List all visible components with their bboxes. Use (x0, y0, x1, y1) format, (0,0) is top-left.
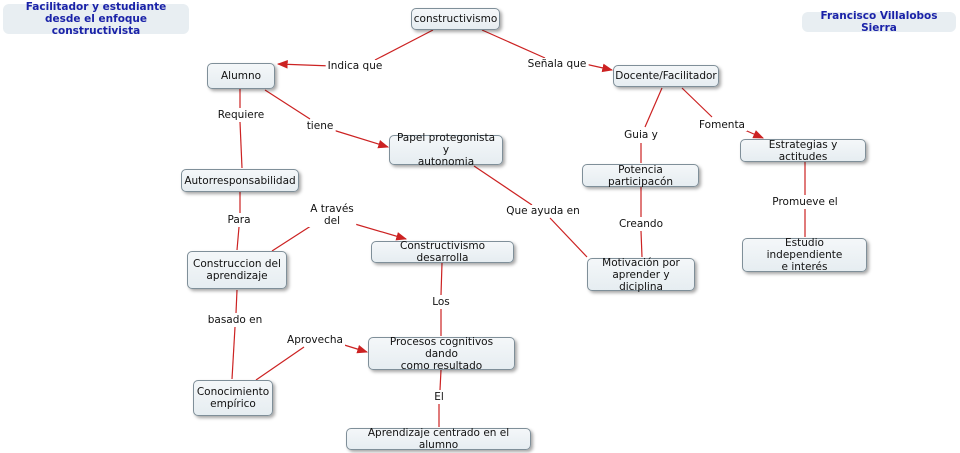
node-procesos-cognitivos[interactable]: Procesos cognitivos dando como resultado (368, 336, 515, 372)
label-basado-en: basado en (205, 314, 265, 326)
node-constructivismo[interactable]: constructivismo (411, 8, 500, 30)
node-conocimiento-empirico[interactable]: Conocimiento empírico (193, 380, 273, 416)
conn-procesos-el (439, 369, 442, 391)
author-name: Francisco Villalobos Sierra (802, 10, 956, 34)
conn-constructivismo-indica (374, 29, 434, 61)
label-promueve-el: Promueve el (770, 196, 840, 208)
label-que-ayuda-en: Que ayuda en (504, 205, 582, 217)
conn-senala-docente (584, 63, 614, 73)
conn-docente-fomenta (681, 87, 713, 118)
conn-requiere-autorresp (239, 121, 243, 169)
label-el: El (432, 391, 446, 403)
node-construccion-aprendizaje[interactable]: Construccion del aprendizaje (187, 251, 287, 289)
conn-atraves-desarrolla (347, 221, 408, 241)
conn-creando-motivacion (640, 230, 643, 258)
conn-indica-alumno (276, 60, 333, 69)
label-guia-y: Guia y (622, 129, 660, 141)
node-estrategias-actitudes[interactable]: Estrategias y actitudes (740, 139, 866, 163)
label-para: Para (225, 214, 253, 226)
node-docente-facilitador[interactable]: Docente/Facilitador (613, 65, 719, 87)
conn-construccion-basado (235, 289, 238, 314)
node-alumno[interactable]: Alumno (207, 63, 275, 89)
conn-desarrolla-los (440, 262, 443, 296)
conn-ayuda-motivacion (549, 217, 588, 258)
map-title: Facilitador y estudiante desde el enfoqu… (3, 1, 189, 37)
label-tiene: tiene (304, 120, 336, 132)
node-motivacion[interactable]: Motivación por aprender y diciplina (587, 257, 695, 293)
conn-papel-ayuda (473, 165, 533, 206)
label-requiere: Requiere (215, 109, 267, 121)
conn-para-construccion (236, 226, 240, 251)
label-a-traves-del: A través del (308, 203, 356, 227)
conn-basado-conocimiento (231, 326, 236, 380)
conn-constructivismo-senala (481, 29, 546, 59)
node-estudio-independiente[interactable]: Estudio independiente e interés (742, 237, 867, 273)
node-autorresponsabilidad[interactable]: Autorresponsabilidad (181, 169, 299, 192)
node-potencia-participacion[interactable]: Potencia participacón (582, 164, 699, 188)
label-aprovecha: Aprovecha (285, 334, 345, 346)
conn-tiene-papel (332, 129, 390, 149)
label-fomenta: Fomenta (697, 119, 747, 131)
label-senala-que: Señala que (525, 58, 589, 70)
conn-alumno-tiene (264, 89, 311, 120)
node-papel-protagonista[interactable]: Papel protegonista y autonomia (389, 132, 503, 168)
node-constructivismo-desarrolla[interactable]: Constructivismo desarrolla (371, 240, 514, 264)
label-los: Los (430, 296, 452, 308)
conn-docente-guia (644, 87, 663, 128)
conn-conocimiento-aprovecha (255, 346, 305, 381)
label-creando: Creando (616, 218, 666, 230)
node-aprendizaje-centrado[interactable]: Aprendizaje centrado en el alumno (346, 427, 531, 451)
label-indica-que: Indica que (325, 60, 385, 72)
